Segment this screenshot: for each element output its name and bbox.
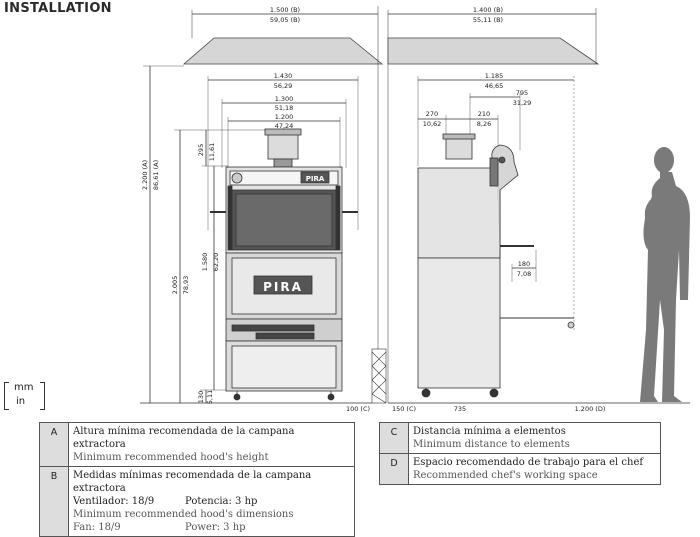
dim-total-height-mm: 2.200 (A) xyxy=(141,160,149,190)
dim-hood-depth-in: 55,11 (B) xyxy=(473,16,503,24)
dim-d5-in: 7,08 xyxy=(517,270,531,278)
legend-en-d: Recommended chef's working space xyxy=(413,470,598,481)
legend-key-a: A xyxy=(39,422,69,467)
dim-w1-in: 56,29 xyxy=(274,82,293,90)
dim-d1-mm: 1.185 xyxy=(485,72,504,80)
dim-chimney-in: 11,61 xyxy=(208,143,216,162)
legend-es-b-fan: Ventilador: 18/9 xyxy=(73,496,155,507)
dim-gap2: 150 (C) xyxy=(392,405,416,413)
legend-text-c: Distancia mínima a elementos Minimum dis… xyxy=(408,422,661,454)
dim-gap1: 100 (C) xyxy=(346,405,370,413)
brand-logo-front: PIRA xyxy=(263,280,303,294)
dim-d3-mm: 270 xyxy=(426,110,438,118)
dim-body-mm: 1.580 xyxy=(201,253,209,272)
units-bracket-right xyxy=(40,382,45,410)
legend-en-a: Minimum recommended hood's height xyxy=(73,452,269,463)
brand-logo-top: PIRA xyxy=(306,175,325,183)
legend-row-b: B Medidas mínimas recomendada de la camp… xyxy=(39,466,355,537)
dim-w3-in: 47,24 xyxy=(275,122,294,130)
legend-key-c: C xyxy=(379,422,409,454)
dim-d2-mm: 795 xyxy=(516,89,528,97)
dim-feet-mm: 130 xyxy=(197,391,205,403)
dim-d4-mm: 210 xyxy=(478,110,490,118)
dim-feet-in: 5,11 xyxy=(206,390,214,404)
front-hood xyxy=(182,37,384,65)
dim-work: 1.200 (D) xyxy=(575,405,606,413)
dim-hood-depth-mm: 1.400 (B) xyxy=(473,6,503,14)
dim-hood-width-mm: 1.500 (B) xyxy=(270,6,300,14)
legend-es-b: Medidas mínimas recomendada de la campan… xyxy=(73,470,312,494)
legend-en-b: Minimum recommended hood's dimensions xyxy=(73,509,294,520)
legend-es-b-power: Potencia: 3 hp xyxy=(185,496,258,507)
dim-d1-in: 46,65 xyxy=(485,82,504,90)
dim-d2-in: 31,29 xyxy=(513,99,532,107)
units-bracket-left xyxy=(4,382,9,410)
installation-drawing: 1.500 (B) 59,05 (B) 1.430 56,29 1.300 51… xyxy=(140,6,690,413)
front-oven xyxy=(210,128,358,401)
dim-hood-width-in: 59,05 (B) xyxy=(270,16,300,24)
units-mm: mm xyxy=(14,382,34,393)
legend-en-c: Minimum distance to elements xyxy=(413,439,570,450)
dim-oven-height-mm: 2.005 xyxy=(171,276,179,295)
units-in: in xyxy=(16,396,26,407)
person-silhouette xyxy=(640,147,690,402)
legend-row-a: A Altura mínima recomendada de la campan… xyxy=(39,422,355,467)
dim-depth: 735 xyxy=(454,405,466,413)
legend-row-c: C Distancia mínima a elementos Minimum d… xyxy=(379,422,661,454)
legend-text-d: Espacio recomendado de trabajo para el c… xyxy=(408,453,661,485)
dim-d5-mm: 180 xyxy=(518,260,530,268)
dim-w2-in: 51,18 xyxy=(275,104,294,112)
dim-w2-mm: 1.300 xyxy=(275,95,294,103)
legend-table-right: C Distancia mínima a elementos Minimum d… xyxy=(379,422,661,485)
units-indicator: mm in xyxy=(4,382,46,412)
side-oven xyxy=(417,133,575,398)
dim-body-in: 62,20 xyxy=(212,253,220,272)
legend-row-d: D Espacio recomendado de trabajo para el… xyxy=(379,453,661,485)
side-hood xyxy=(387,37,600,65)
legend-es-d: Espacio recomendado de trabajo para el c… xyxy=(413,457,644,468)
page-title: INSTALLATION xyxy=(4,1,112,16)
dim-total-height-in: 86,61 (A) xyxy=(152,160,160,190)
legend-en-b-fan: Fan: 18/9 xyxy=(73,522,121,533)
legend-key-b: B xyxy=(39,466,69,537)
legend-en-b-power: Power: 3 hp xyxy=(185,522,246,533)
dim-chimney-mm: 295 xyxy=(197,144,205,156)
wall-hatch xyxy=(371,348,387,404)
dim-d4-in: 8,26 xyxy=(477,120,491,128)
legend-text-a: Altura mínima recomendada de la campana … xyxy=(68,422,355,467)
dim-w1-mm: 1.430 xyxy=(274,72,293,80)
dim-oven-height-in: 78,93 xyxy=(182,276,190,295)
legend-key-d: D xyxy=(379,453,409,485)
dim-d3-in: 10,62 xyxy=(423,120,442,128)
legend-es-c: Distancia mínima a elementos xyxy=(413,426,566,437)
legend-text-b: Medidas mínimas recomendada de la campan… xyxy=(68,466,355,537)
legend-es-a: Altura mínima recomendada de la campana … xyxy=(73,426,295,450)
dim-w3-mm: 1.200 xyxy=(275,113,294,121)
